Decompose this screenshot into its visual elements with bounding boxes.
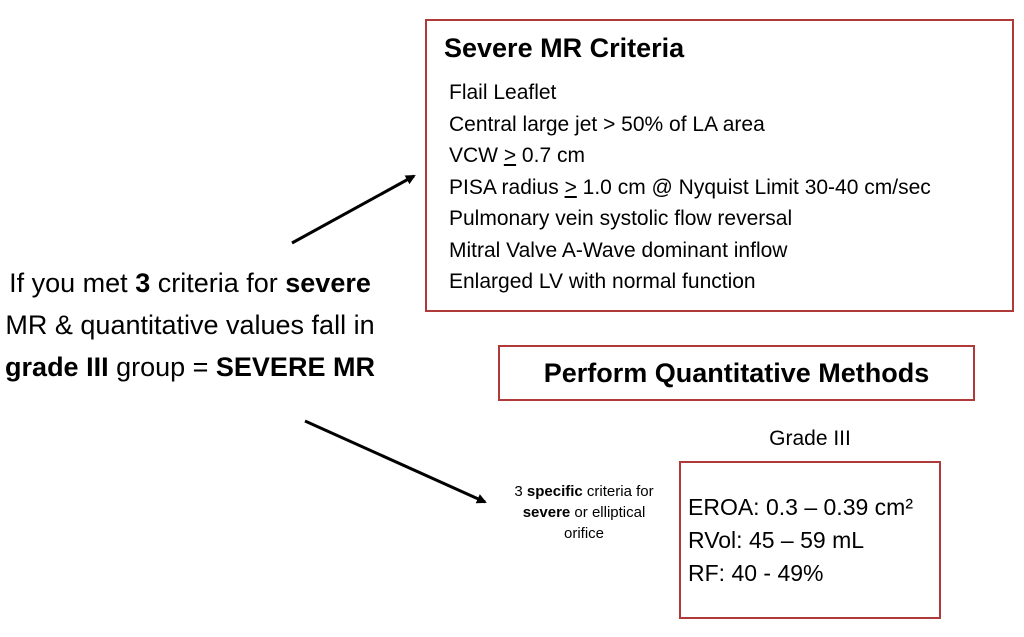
grade-iii-values-box: EROA: 0.3 – 0.39 cm² RVol: 45 – 59 mL RF… [679, 461, 941, 619]
criterion-flail-leaflet: Flail Leaflet [449, 81, 557, 104]
vcw-prefix: VCW [449, 144, 504, 167]
statement-bold-severe-mr: SEVERE MR [215, 352, 375, 382]
statement-text-1: If you met [9, 268, 136, 298]
grade-label: Grade III [769, 427, 851, 450]
criterion-pulmonary-vein: Pulmonary vein systolic flow reversal [449, 207, 793, 230]
criterion-mitral-a-wave: Mitral Valve A-Wave dominant inflow [449, 238, 788, 262]
note-text-3: or elliptical orifice [563, 504, 646, 542]
pisa-prefix: PISA radius [449, 175, 565, 199]
quantitative-methods-title: Perform Quantitative Methods [543, 358, 930, 388]
arrow-to-specific-note [304, 419, 487, 504]
statement-text-3: MR & quantitative values fall in [5, 310, 375, 340]
quantitative-methods-box: Perform Quantitative Methods [498, 345, 975, 401]
arrow-to-criteria [291, 174, 416, 245]
main-statement: If you met 3 criteria for severe MR & qu… [0, 262, 380, 388]
rf-value: RF: 40 - 49% [688, 560, 824, 586]
statement-bold-severe: severe [285, 268, 371, 298]
statement-text-4: group = [108, 352, 216, 382]
note-bold-specific: specific [526, 483, 583, 500]
severe-mr-criteria-box: Severe MR Criteria Flail Leaflet Central… [425, 19, 1014, 312]
pisa-gte-symbol: > [564, 175, 577, 199]
vcw-suffix: 0.7 cm [516, 144, 585, 167]
statement-bold-3: 3 [135, 268, 151, 298]
criterion-central-jet: Central large jet > 50% of LA area [449, 112, 765, 136]
eroa-value: EROA: 0.3 – 0.39 cm² [688, 494, 913, 520]
criteria-title: Severe MR Criteria [444, 33, 685, 63]
criterion-vcw: VCW > 0.7 cm [449, 140, 931, 172]
note-bold-severe: severe [522, 504, 571, 521]
vcw-gte-symbol: > [503, 144, 517, 167]
note-text-2: criteria for [582, 483, 654, 500]
criterion-pisa-radius: PISA radius > 1.0 cm @ Nyquist Limit 30-… [449, 172, 931, 204]
criteria-list: Flail Leaflet Central large jet > 50% of… [449, 77, 931, 298]
grade-values-list: EROA: 0.3 – 0.39 cm² RVol: 45 – 59 mL RF… [688, 491, 913, 590]
pisa-suffix: 1.0 cm @ Nyquist Limit 30-40 cm/sec [576, 175, 931, 199]
rvol-value: RVol: 45 – 59 mL [688, 527, 865, 553]
statement-text-2: criteria for [150, 268, 286, 298]
note-text-1: 3 [514, 483, 527, 500]
criterion-enlarged-lv: Enlarged LV with normal function [449, 270, 756, 293]
specific-criteria-note: 3 specific criteria for severe or ellipt… [504, 481, 664, 544]
statement-bold-grade-iii: grade III [5, 352, 109, 382]
